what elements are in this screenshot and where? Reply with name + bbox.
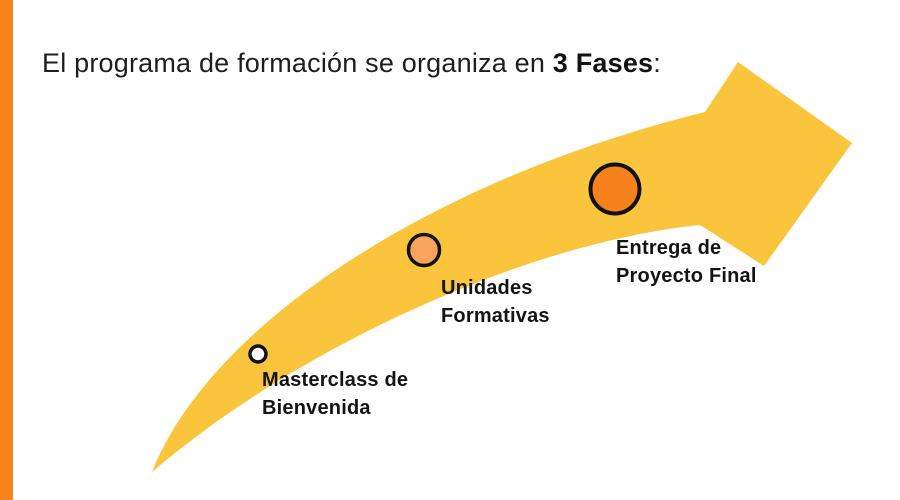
phase-1-marker-ring [248,344,268,364]
phase-2-label: Unidades Formativas [441,277,550,328]
phase-1-label: Masterclass de Bienvenida [262,369,409,420]
title-colon: : [653,48,661,78]
accent-bar [0,0,13,500]
phase-2-marker-circle [408,234,440,266]
phase-2-marker-ring [406,232,442,268]
title-text: El programa de formación se organiza en [42,48,553,78]
phase-3-label: Entrega de Proyecto Final [616,237,757,288]
phase-1-marker-circle [250,346,266,362]
page-title: El programa de formación se organiza en … [42,48,661,79]
title-bold-text: 3 Fases [552,48,654,78]
phase-3-marker-circle [590,164,640,214]
growth-arrow [152,62,852,472]
phase-3-marker-ring [588,162,642,216]
